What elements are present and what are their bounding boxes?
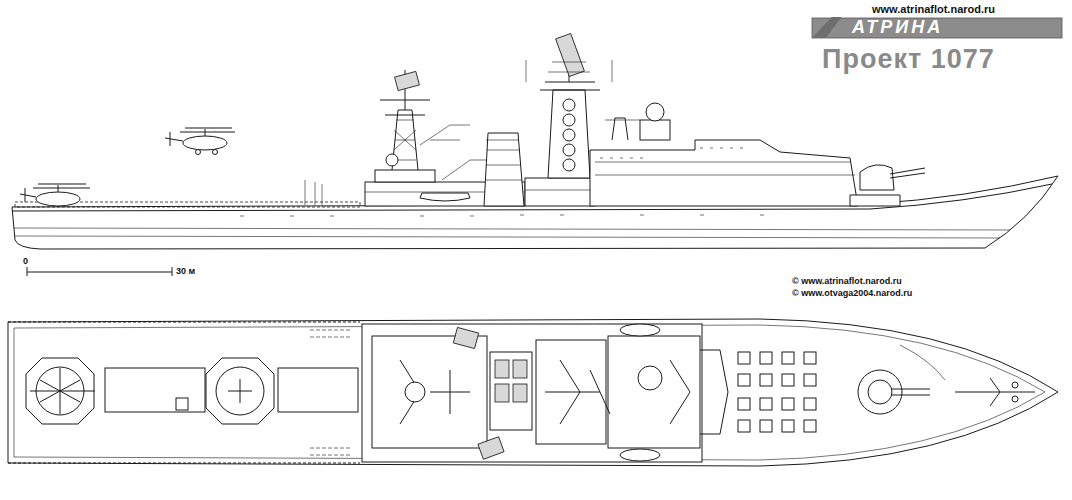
site-url: www.atrinaflot.narod.ru (872, 3, 995, 15)
logo-text: АТРИНА (852, 17, 943, 37)
copyright: © www.atrinaflot.narod.ru (792, 276, 902, 286)
logo-text-box: АТРИНА (852, 17, 943, 38)
copyright-box: © www.otvaga2004.narod.ru (792, 288, 912, 298)
side-view (12, 33, 1058, 249)
logo (812, 3, 1062, 38)
title-block: Проект 1077 (822, 44, 995, 75)
scale-zero-box: 0 (23, 256, 28, 266)
copyright-box: © www.atrinaflot.narod.ru (792, 276, 902, 286)
title: Проект 1077 (822, 44, 995, 74)
scale-bar (27, 267, 172, 276)
helicopter (20, 128, 235, 206)
scale-length: 30 м (176, 266, 195, 276)
scale-zero: 0 (23, 256, 28, 266)
scale-length-box: 30 м (176, 266, 195, 276)
copyright: © www.otvaga2004.narod.ru (792, 288, 912, 298)
plan-view (8, 319, 1058, 466)
site-url-box: www.atrinaflot.narod.ru (872, 3, 995, 15)
